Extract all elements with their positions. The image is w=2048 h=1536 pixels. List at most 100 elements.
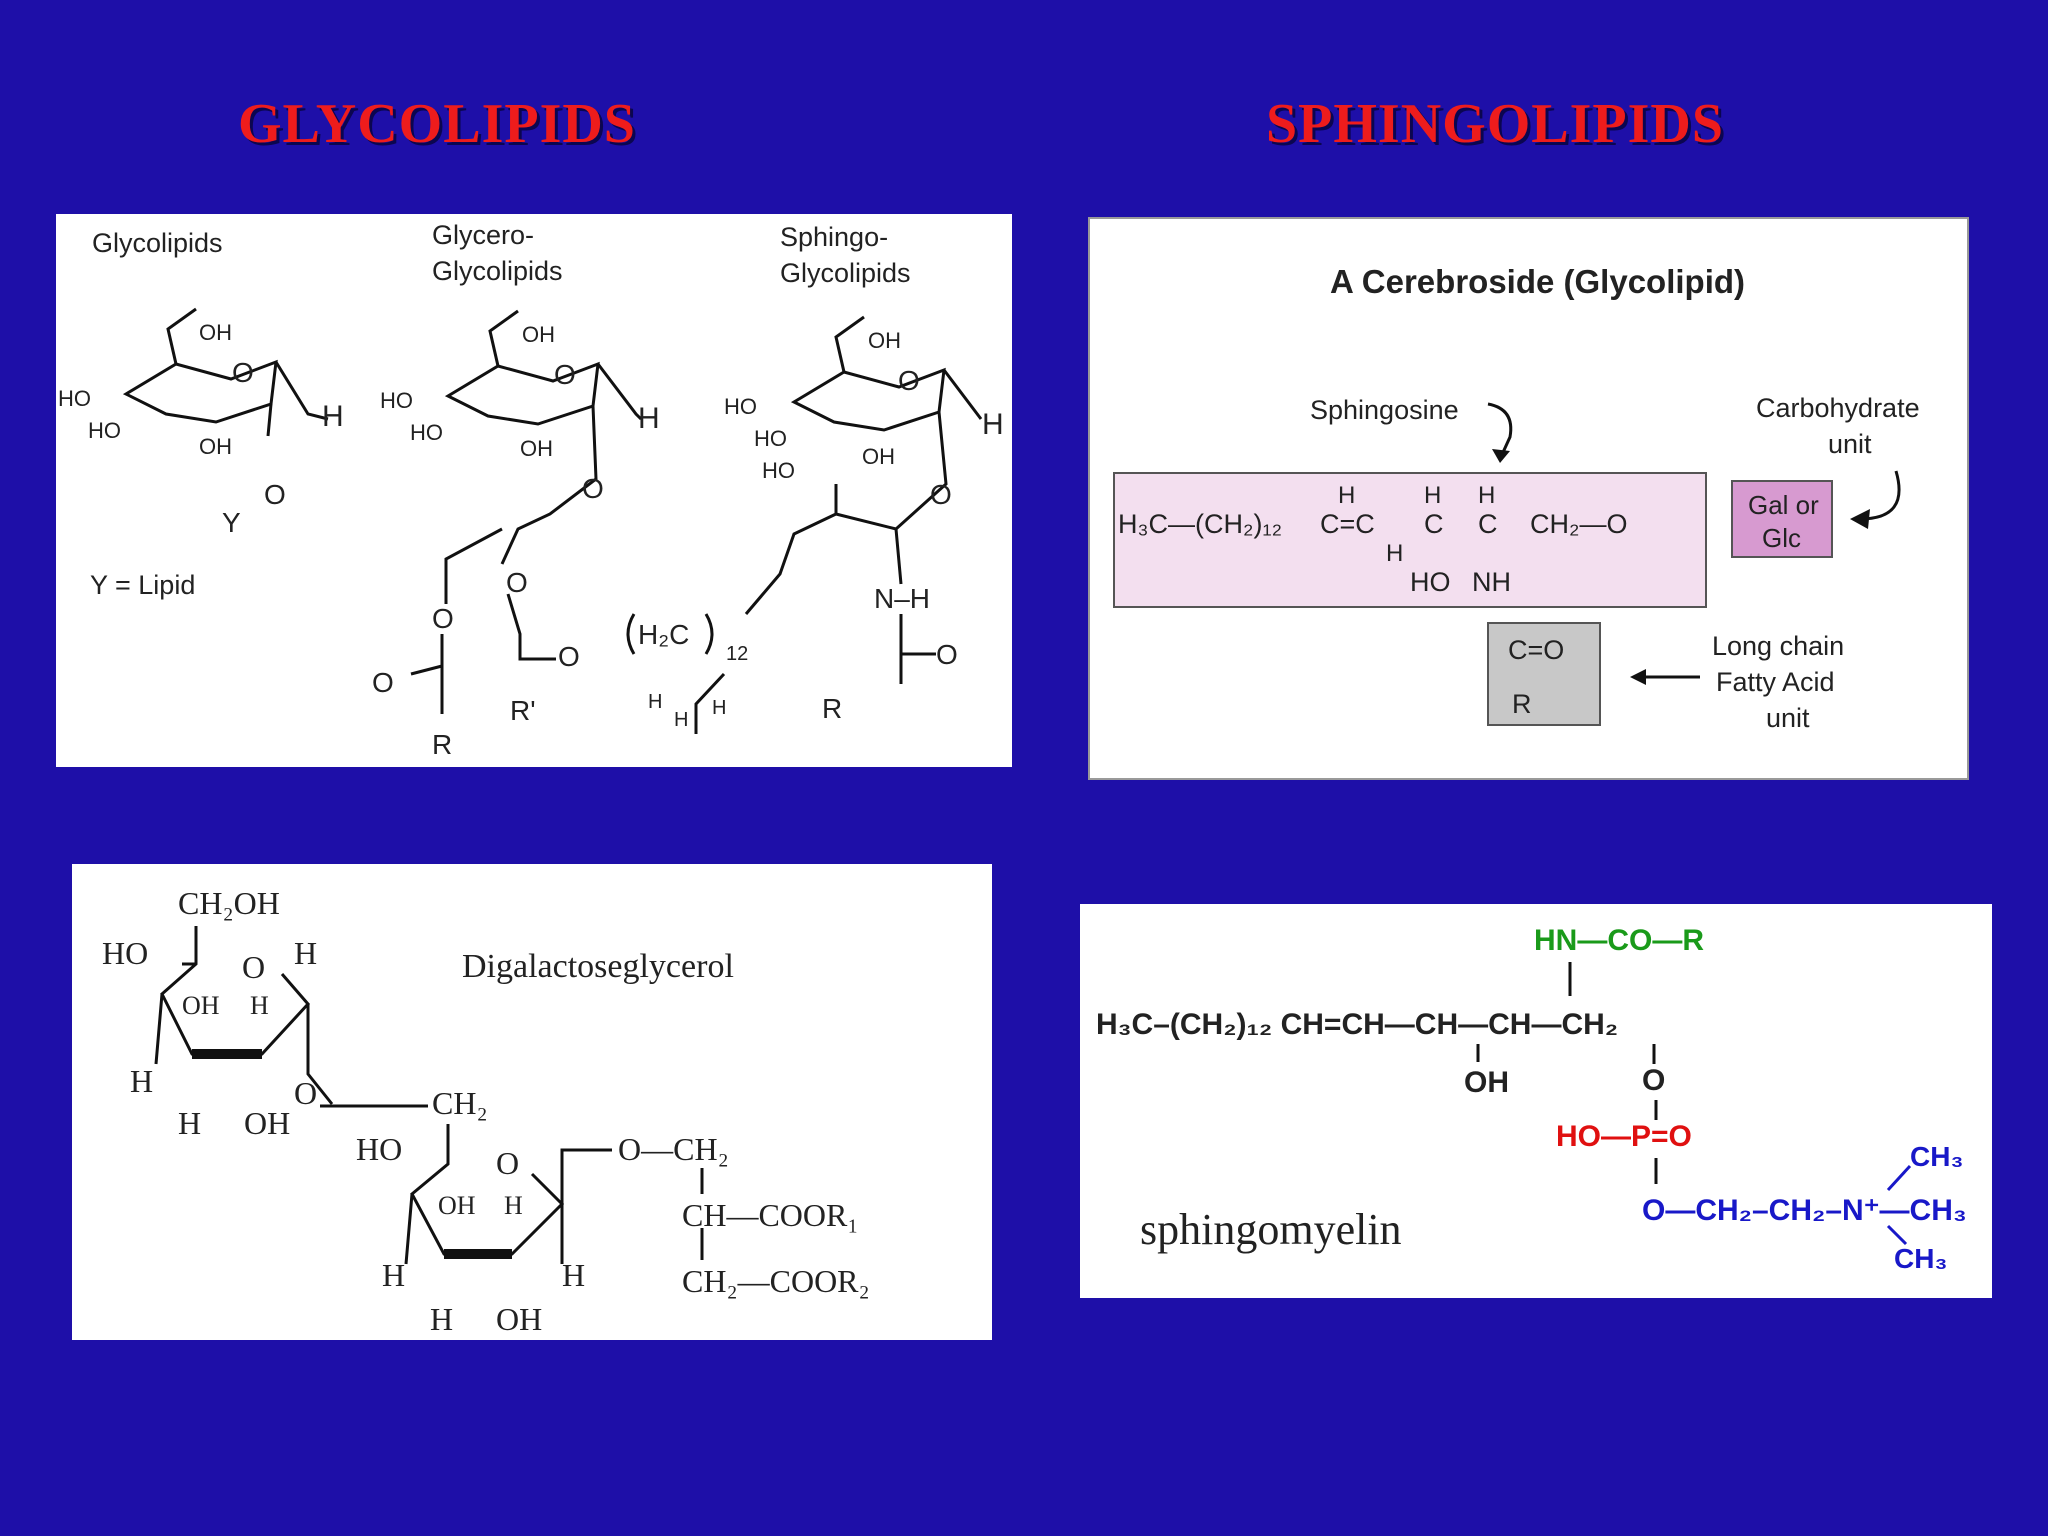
sphingosine-box	[1113, 472, 1707, 608]
choline-group: O—CH₂–CH₂–N⁺—CH₃	[1642, 1194, 1967, 1227]
svg-text:OH: OH	[522, 322, 555, 347]
svg-text:O: O	[372, 667, 394, 698]
svg-text:O: O	[242, 949, 265, 985]
cerebroside-panel: A Cerebroside (Glycolipid) Sphingosine C…	[1088, 217, 1969, 780]
svg-text:CH₂: CH₂	[432, 1085, 488, 1121]
svg-text:H: H	[1424, 482, 1441, 509]
svg-text:C: C	[1424, 509, 1444, 539]
svg-text:Gal or: Gal or	[1748, 490, 1819, 520]
glycolipids-heading: GLYCOLIPIDS	[238, 93, 636, 155]
svg-text:H: H	[382, 1257, 405, 1293]
svg-text:H: H	[322, 400, 344, 433]
svg-text:O: O	[898, 365, 920, 396]
methyl-bottom: CH₃	[1894, 1243, 1947, 1274]
glycero-title-2: Glycolipids	[432, 256, 563, 286]
svg-text:O: O	[232, 357, 254, 388]
svg-text:H: H	[562, 1257, 585, 1293]
sphingomyelin-panel: HN—CO—R H₃C–(CH₂)₁₂ CH=CH—CH—CH—CH₂ OH O…	[1080, 904, 1992, 1298]
svg-text:H: H	[638, 402, 660, 435]
svg-text:R: R	[822, 693, 842, 724]
galactose-ring-2: HO O OH H H H H OH O—CH₂ CH—COOR₁ CH₂—CO…	[356, 1124, 870, 1337]
amide-group: HN—CO—R	[1534, 924, 1704, 957]
sphingosine-label: Sphingosine	[1310, 395, 1459, 425]
svg-text:OH: OH	[182, 991, 220, 1020]
glucose-ring-3: OH HO HO OH HO O H O N–H O R H₂C 12 H H …	[626, 315, 1004, 734]
svg-text:C: C	[1478, 509, 1498, 539]
ester-oxygen: O	[1642, 1064, 1665, 1097]
svg-text:H: H	[250, 991, 269, 1020]
svg-text:H: H	[1478, 482, 1495, 509]
svg-text:HO: HO	[102, 935, 148, 971]
svg-text:O: O	[936, 639, 958, 670]
svg-text:HO: HO	[762, 458, 795, 483]
svg-text:CH₂—COOR₂: CH₂—COOR₂	[682, 1263, 870, 1299]
svg-text:R': R'	[510, 695, 536, 726]
svg-text:O: O	[506, 567, 528, 598]
svg-text:HO: HO	[58, 386, 91, 411]
svg-text:OH: OH	[868, 328, 901, 353]
svg-text:H: H	[712, 697, 726, 719]
svg-text:HO: HO	[724, 394, 757, 419]
sphingo-title-1: Sphingo-	[780, 222, 888, 252]
fatty-acid-label-2: Fatty Acid	[1716, 667, 1835, 697]
svg-text:HO: HO	[88, 418, 121, 443]
carbohydrate-label-2: unit	[1828, 429, 1872, 459]
svg-text:R: R	[432, 729, 452, 760]
sphingomyelin-label: sphingomyelin	[1140, 1205, 1402, 1254]
svg-text:O: O	[432, 603, 454, 634]
svg-text:H: H	[178, 1105, 201, 1141]
glucose-ring-1: OH HO HO OH O H O Y Y = Lipid	[58, 307, 344, 600]
svg-text:Y: Y	[222, 507, 241, 538]
svg-text:12: 12	[726, 643, 748, 665]
svg-text:OH: OH	[520, 436, 553, 461]
svg-text:OH: OH	[438, 1191, 476, 1220]
glycero-title-1: Glycero-	[432, 220, 534, 250]
svg-text:Glc: Glc	[1762, 523, 1801, 553]
svg-text:H: H	[674, 709, 688, 731]
fatty-acid-label-3: unit	[1766, 703, 1810, 733]
sphingolipids-heading: SPHINGOLIPIDS	[1266, 93, 1724, 155]
sphingo-title-2: Glycolipids	[780, 258, 911, 288]
svg-text:H: H	[504, 1191, 523, 1220]
svg-text:H₂C: H₂C	[638, 619, 689, 650]
fatty-acid-label-1: Long chain	[1712, 631, 1844, 661]
galactose-ring-1: CH₂OH HO O H OH H H H OH O CH₂	[102, 885, 488, 1141]
svg-text:HO: HO	[410, 420, 443, 445]
svg-text:CH₂—O: CH₂—O	[1530, 509, 1627, 539]
svg-text:H: H	[130, 1063, 153, 1099]
glycolipids-structures-panel: Glycolipids Glycero- Glycolipids Sphingo…	[56, 214, 1012, 767]
svg-text:CH—COOR₁: CH—COOR₁	[682, 1197, 859, 1233]
svg-text:HO: HO	[754, 426, 787, 451]
sugar-box	[1731, 480, 1833, 558]
digalactoseglycerol-panel: Digalactoseglycerol CH₂OH HO O H OH H H …	[72, 864, 992, 1340]
svg-text:O: O	[496, 1145, 519, 1181]
svg-text:O: O	[294, 1075, 317, 1111]
svg-text:C=O: C=O	[1508, 635, 1564, 665]
svg-text:H: H	[1386, 540, 1403, 567]
svg-text:HO: HO	[356, 1131, 402, 1167]
digalactoseglycerol-label: Digalactoseglycerol	[462, 948, 734, 985]
svg-text:H: H	[982, 408, 1004, 441]
svg-text:NH: NH	[1472, 567, 1511, 597]
hydroxyl-group: OH	[1464, 1066, 1509, 1099]
svg-text:H: H	[430, 1301, 453, 1337]
glucose-ring-2: OH HO HO OH O H O O O O O R' R	[372, 309, 660, 760]
svg-text:O: O	[554, 359, 576, 390]
svg-text:OH: OH	[862, 444, 895, 469]
svg-text:O: O	[558, 641, 580, 672]
carbohydrate-label-1: Carbohydrate	[1756, 393, 1920, 423]
svg-text:OH: OH	[244, 1105, 290, 1141]
svg-text:O: O	[582, 473, 604, 504]
svg-text:H₃C—(CH₂)₁₂: H₃C—(CH₂)₁₂	[1118, 509, 1282, 539]
glycolipids-col-title: Glycolipids	[92, 228, 223, 258]
cerebroside-title: A Cerebroside (Glycolipid)	[1330, 263, 1745, 300]
svg-text:HO: HO	[380, 388, 413, 413]
main-chain: H₃C–(CH₂)₁₂ CH=CH—CH—CH—CH₂	[1096, 1008, 1618, 1041]
svg-text:O: O	[930, 479, 952, 510]
svg-text:H: H	[648, 691, 662, 713]
svg-text:OH: OH	[199, 434, 232, 459]
svg-text:R: R	[1512, 689, 1532, 719]
methyl-top: CH₃	[1910, 1141, 1963, 1172]
svg-text:HO: HO	[1410, 567, 1451, 597]
fatty-acid-box	[1487, 622, 1601, 726]
